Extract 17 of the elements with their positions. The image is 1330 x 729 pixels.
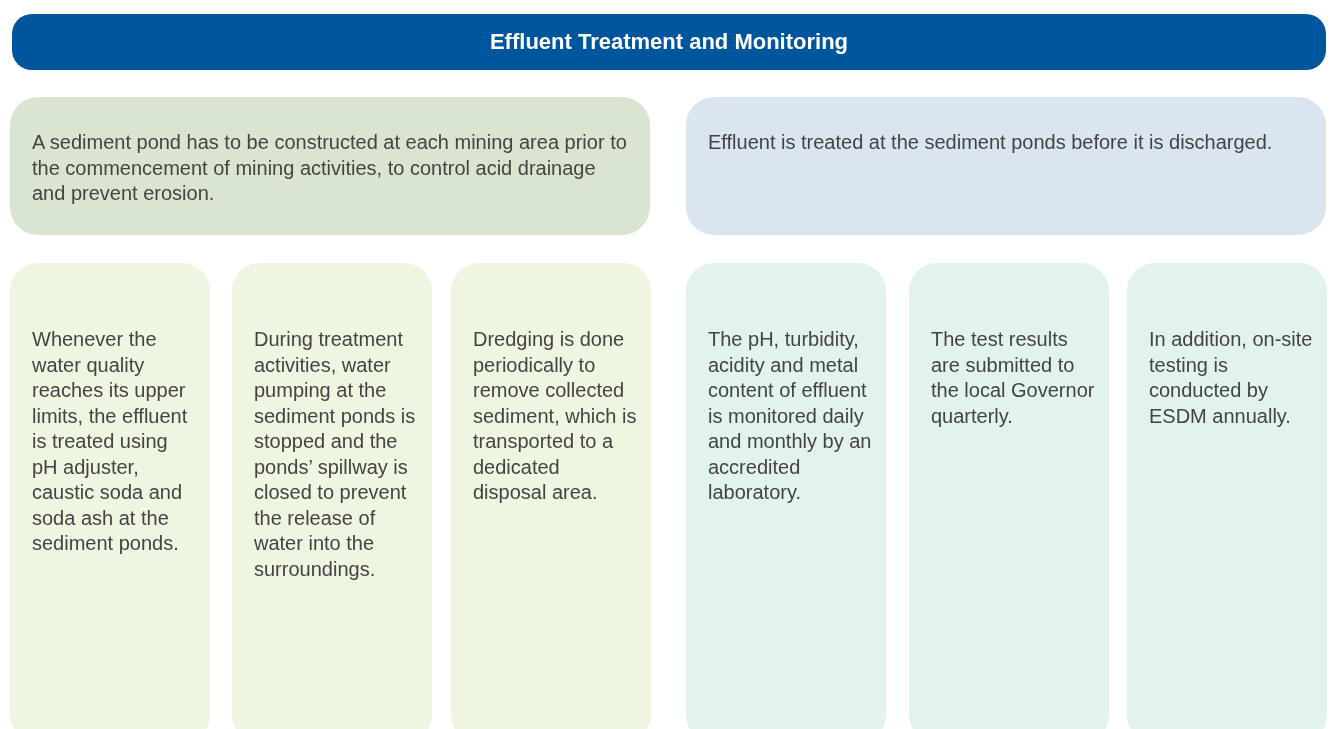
summary-panel — [10, 97, 650, 235]
summary-panel — [686, 97, 1326, 235]
card-text: A sediment pond has to be constructed at each mining area prior to the commencement of mining activities, to control acid drainage and prevent erosion. — [32, 130, 628, 206]
info-card — [1127, 263, 1327, 729]
info-card — [10, 263, 210, 729]
info-card — [451, 263, 651, 729]
card-text: Dredging is done periodically to remove collected sediment, which is transported to a dedicated disposal area. — [473, 327, 637, 505]
info-card — [686, 263, 886, 729]
card-text: Whenever the water quality reaches its upper limits, the effluent is treated using pH adjuster, caustic soda and soda ash at the sediment ponds. — [32, 327, 189, 556]
card-text: The test results are submitted to the local Governor quarterly. — [931, 327, 1095, 429]
card-text: The pH, turbidity, acidity and metal content of effluent is monitored daily and monthly by an accredited laboratory. — [708, 327, 872, 505]
info-card — [232, 263, 432, 729]
card-text: In addition, on-site testing is conducted by ESDM annually. — [1149, 327, 1314, 429]
card-text: During treatment activities, water pumping at the sediment ponds is stopped and the ponds’ spillway is closed to prevent the release of water into the surroundings. — [254, 327, 417, 582]
info-card — [909, 263, 1109, 729]
card-text: Effluent is treated at the sediment ponds before it is discharged. — [708, 130, 1274, 155]
title-banner: Effluent Treatment and Monitoring — [12, 14, 1326, 70]
